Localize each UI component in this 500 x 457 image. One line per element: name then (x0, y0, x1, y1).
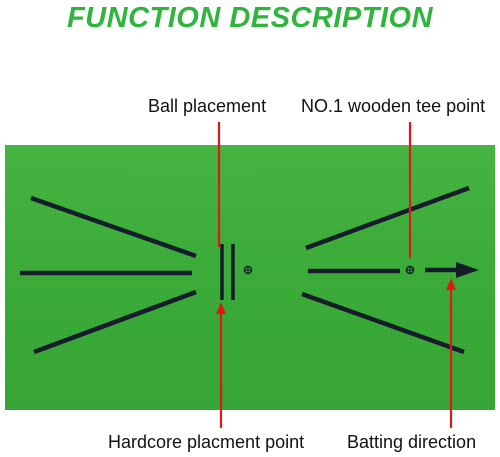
hardcore-bars (220, 244, 235, 300)
right-guide-lines (301, 185, 470, 355)
pointer-hardcore-arrowhead (216, 302, 226, 314)
right-lower-line (301, 291, 465, 355)
page-title: FUNCTION DESCRIPTION (66, 2, 434, 34)
left-upper-line (30, 195, 197, 259)
pointer-batting-arrowhead (446, 278, 456, 290)
batting-direction-label: Batting direction (347, 432, 477, 452)
direction-arrow-icon (425, 262, 479, 278)
mat-texture (5, 145, 495, 410)
pointer-lines (217, 122, 453, 428)
hardcore-point-label: Hardcore placment point (108, 432, 305, 452)
left-guide-lines (20, 195, 197, 355)
ball-placement-label: Ball placement (148, 96, 267, 116)
tee-point-label: NO.1 wooden tee point (301, 96, 486, 116)
left-lower-line (33, 289, 197, 355)
ball-marker-icon (243, 265, 253, 275)
right-upper-line (305, 185, 470, 251)
tee-marker-icon (405, 265, 415, 275)
